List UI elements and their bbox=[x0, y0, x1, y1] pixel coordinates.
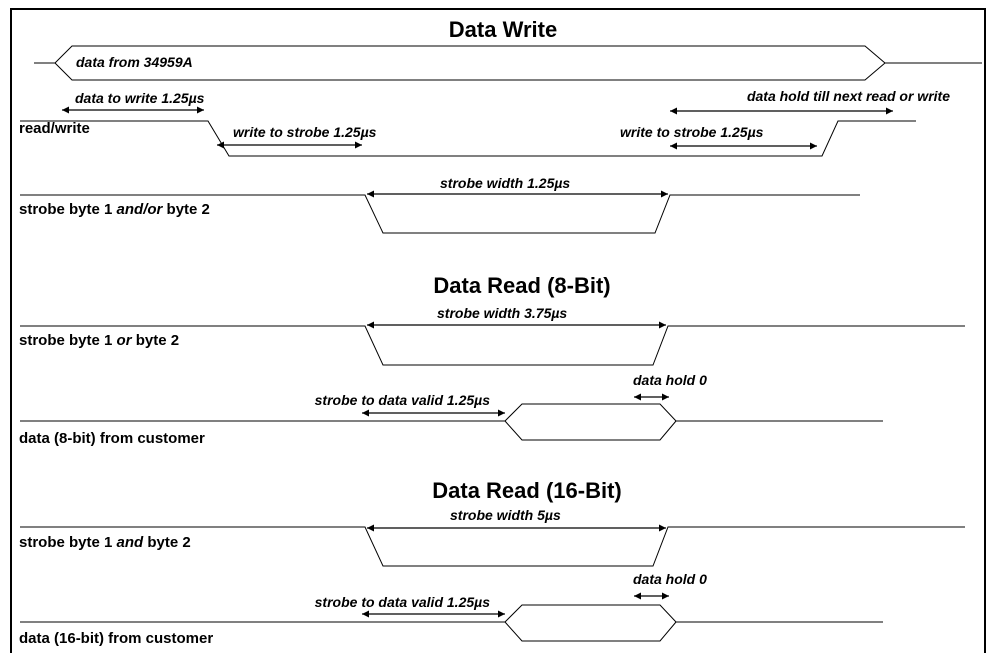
read16-data-waveform bbox=[20, 604, 883, 642]
read16-strobe-waveform bbox=[20, 526, 965, 567]
data-from-label: data from 34959A bbox=[76, 54, 193, 70]
write-to-strobe-label-2: write to strobe 1.25µs bbox=[620, 124, 764, 140]
data-read-8bit-section: Data Read (8-Bit) strobe width 3.75µs st… bbox=[19, 273, 965, 447]
write-strobe-width-label: strobe width 1.25µs bbox=[440, 175, 570, 191]
data-read-16bit-section: Data Read (16-Bit) strobe width 5µs stro… bbox=[19, 478, 965, 647]
read8-data-hold-label: data hold 0 bbox=[633, 372, 707, 388]
data-write-title: Data Write bbox=[449, 17, 557, 42]
read8-data-waveform bbox=[20, 403, 883, 441]
write-strobe-waveform bbox=[20, 194, 860, 234]
read-write-waveform bbox=[20, 120, 916, 157]
read16-strobe-label: strobe byte 1 and byte 2 bbox=[19, 534, 191, 551]
data-read-16bit-title: Data Read (16-Bit) bbox=[432, 478, 621, 503]
read-write-label: read/write bbox=[19, 120, 90, 137]
data-hold-till-label: data hold till next read or write bbox=[747, 88, 950, 104]
data-read-8bit-title: Data Read (8-Bit) bbox=[433, 273, 610, 298]
write-strobe-label: strobe byte 1 and/or byte 2 bbox=[19, 201, 210, 218]
read8-strobe-waveform bbox=[20, 325, 965, 366]
read16-strobe-width-label: strobe width 5µs bbox=[450, 507, 561, 523]
read8-valid-label: strobe to data valid 1.25µs bbox=[315, 392, 491, 408]
read16-valid-label: strobe to data valid 1.25µs bbox=[315, 594, 491, 610]
read8-strobe-width-label: strobe width 3.75µs bbox=[437, 305, 567, 321]
read8-data-label: data (8-bit) from customer bbox=[19, 430, 205, 447]
read16-data-hold-label: data hold 0 bbox=[633, 571, 707, 587]
data-to-write-label: data to write 1.25µs bbox=[75, 90, 205, 106]
read8-strobe-label: strobe byte 1 or byte 2 bbox=[19, 332, 179, 349]
read16-data-label: data (16-bit) from customer bbox=[19, 630, 213, 647]
diagram-frame bbox=[10, 8, 986, 653]
write-to-strobe-label-1: write to strobe 1.25µs bbox=[233, 124, 377, 140]
write-data-bus bbox=[34, 45, 982, 81]
data-write-section: Data Write data from 34959A read/write d… bbox=[19, 17, 982, 234]
